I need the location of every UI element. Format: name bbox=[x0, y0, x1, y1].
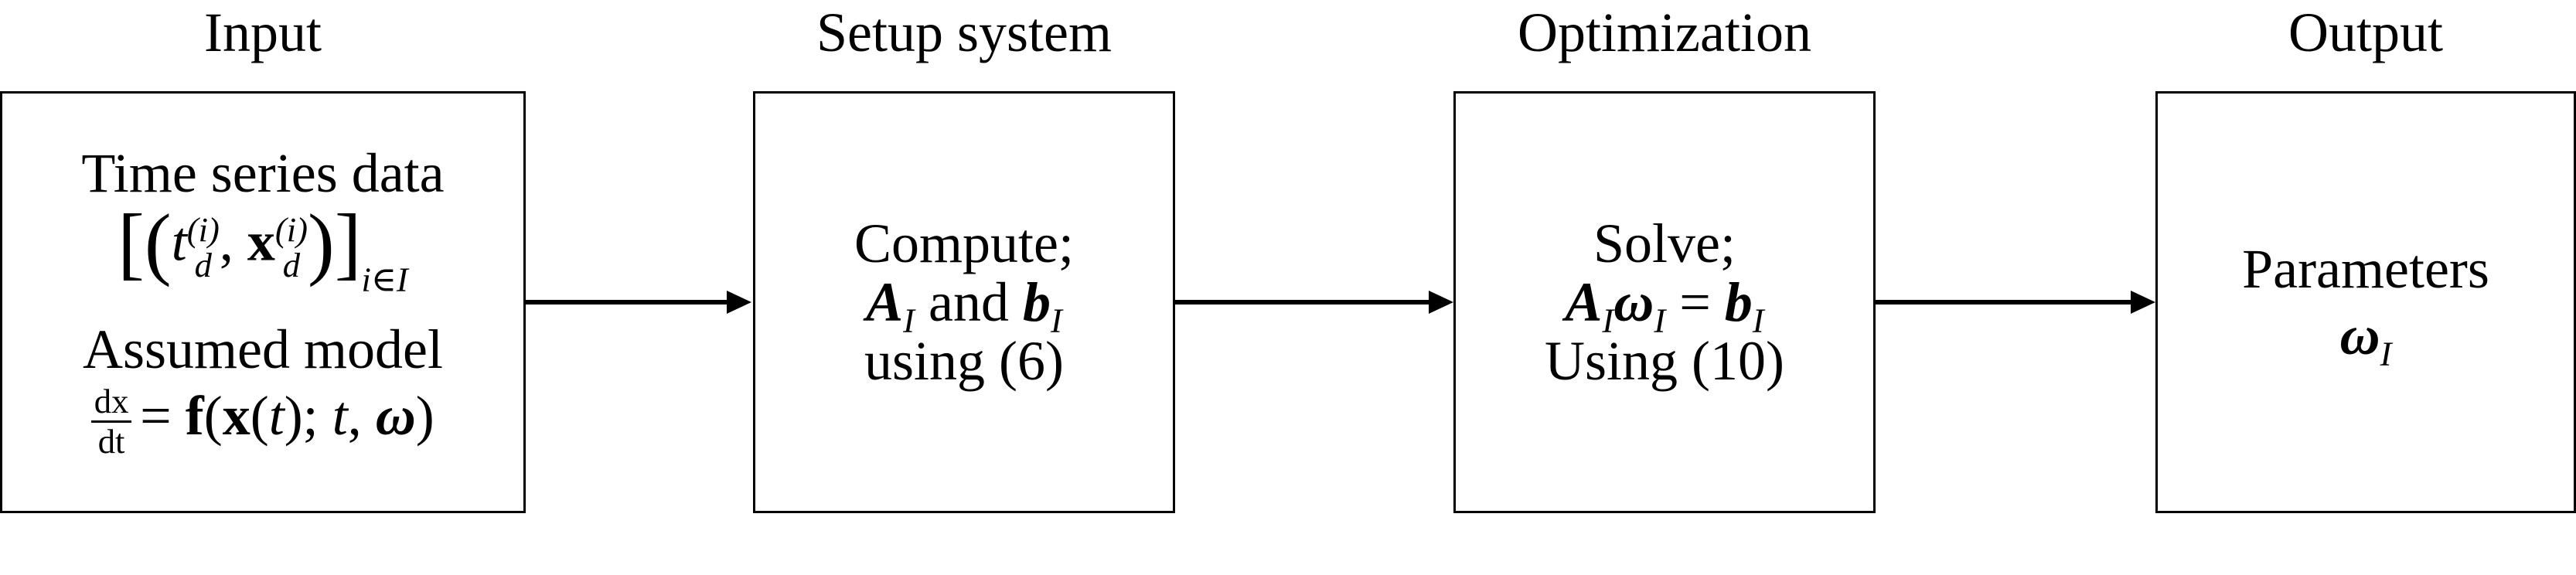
comma: , bbox=[219, 210, 247, 273]
t-symbol-model-2: t bbox=[332, 384, 348, 447]
parameters-formula: ωI bbox=[2339, 305, 2392, 371]
A-symbol: A bbox=[866, 270, 904, 333]
time-series-block: Time series data [(t(i)d, x(i)d)]i∈I bbox=[81, 142, 445, 298]
using-reference: using (6) bbox=[864, 330, 1064, 393]
f-symbol: f bbox=[185, 384, 204, 447]
omega-symbol-model: ω bbox=[375, 384, 416, 447]
bracket-open: [( bbox=[118, 198, 172, 288]
paren-close: ) bbox=[415, 384, 434, 447]
b-symbol: b bbox=[1724, 270, 1753, 333]
omega-subscript: I bbox=[1654, 301, 1666, 340]
comma-model: , bbox=[347, 384, 376, 447]
paren-open-inner: ( bbox=[250, 384, 269, 447]
fraction-denominator: dt bbox=[97, 421, 125, 461]
fraction-numerator: dx bbox=[91, 382, 131, 423]
omega-subscript: I bbox=[2380, 334, 2392, 373]
A-subscript: I bbox=[1602, 301, 1614, 340]
input-box: Time series data [(t(i)d, x(i)d)]i∈I Ass… bbox=[0, 91, 526, 513]
bracket-close: )] bbox=[307, 198, 362, 288]
time-series-formula: [(t(i)d, x(i)d)]i∈I bbox=[81, 202, 444, 297]
arrow-setup-to-optimization bbox=[1175, 291, 1453, 314]
A-subscript: I bbox=[903, 301, 915, 340]
A-symbol: A bbox=[1565, 270, 1603, 333]
model-equation: dx dt = f(x(t); t, ω) bbox=[83, 382, 443, 461]
heading-setup-system: Setup system bbox=[816, 2, 1112, 63]
assumed-model-block: Assumed model dx dt = f(x(t); t, ω) bbox=[83, 320, 443, 461]
x-symbol: x bbox=[247, 210, 275, 273]
separator: ); bbox=[284, 384, 332, 447]
index-subscript: i∈I bbox=[361, 260, 408, 300]
optimization-box: Solve; AIωI = bI Using (10) bbox=[1453, 91, 1876, 513]
using-reference: Using (10) bbox=[1545, 330, 1784, 393]
heading-optimization: Optimization bbox=[1518, 2, 1811, 63]
solve-formula: AIωI = bI bbox=[1565, 270, 1763, 338]
and-text: and bbox=[915, 270, 1023, 333]
x-symbol-model: x bbox=[222, 384, 250, 447]
b-subscript: I bbox=[1051, 301, 1062, 340]
setup-system-box: Compute; AI and bI using (6) bbox=[753, 91, 1175, 513]
t-symbol-model: t bbox=[268, 384, 285, 447]
output-box: Parameters ωI bbox=[2155, 91, 2576, 513]
paren-open: ( bbox=[203, 384, 223, 447]
t-subscript: d bbox=[194, 246, 212, 285]
heading-input: Input bbox=[204, 2, 322, 63]
arrow-input-to-setup bbox=[526, 291, 751, 314]
b-symbol: b bbox=[1023, 270, 1051, 333]
t-superscript: (i) bbox=[186, 209, 220, 249]
parameters-label: Parameters bbox=[2242, 237, 2489, 300]
b-subscript: I bbox=[1752, 301, 1764, 340]
derivative-fraction: dx dt bbox=[91, 382, 131, 461]
time-series-label: Time series data bbox=[81, 142, 445, 205]
equals-sign: = bbox=[1665, 270, 1725, 333]
omega-symbol: ω bbox=[2339, 305, 2380, 366]
x-superscript: (i) bbox=[274, 209, 308, 249]
solve-label: Solve; bbox=[1593, 212, 1736, 274]
omega-symbol: ω bbox=[1613, 270, 1654, 333]
compute-formula: AI and bI bbox=[866, 270, 1062, 338]
x-subscript: d bbox=[282, 246, 301, 285]
arrow-optimization-to-output bbox=[1876, 291, 2155, 314]
compute-label: Compute; bbox=[854, 212, 1074, 274]
equals-sign: = bbox=[140, 384, 186, 447]
heading-output: Output bbox=[2288, 2, 2443, 63]
assumed-model-label: Assumed model bbox=[83, 318, 443, 381]
t-symbol: t bbox=[171, 210, 187, 273]
